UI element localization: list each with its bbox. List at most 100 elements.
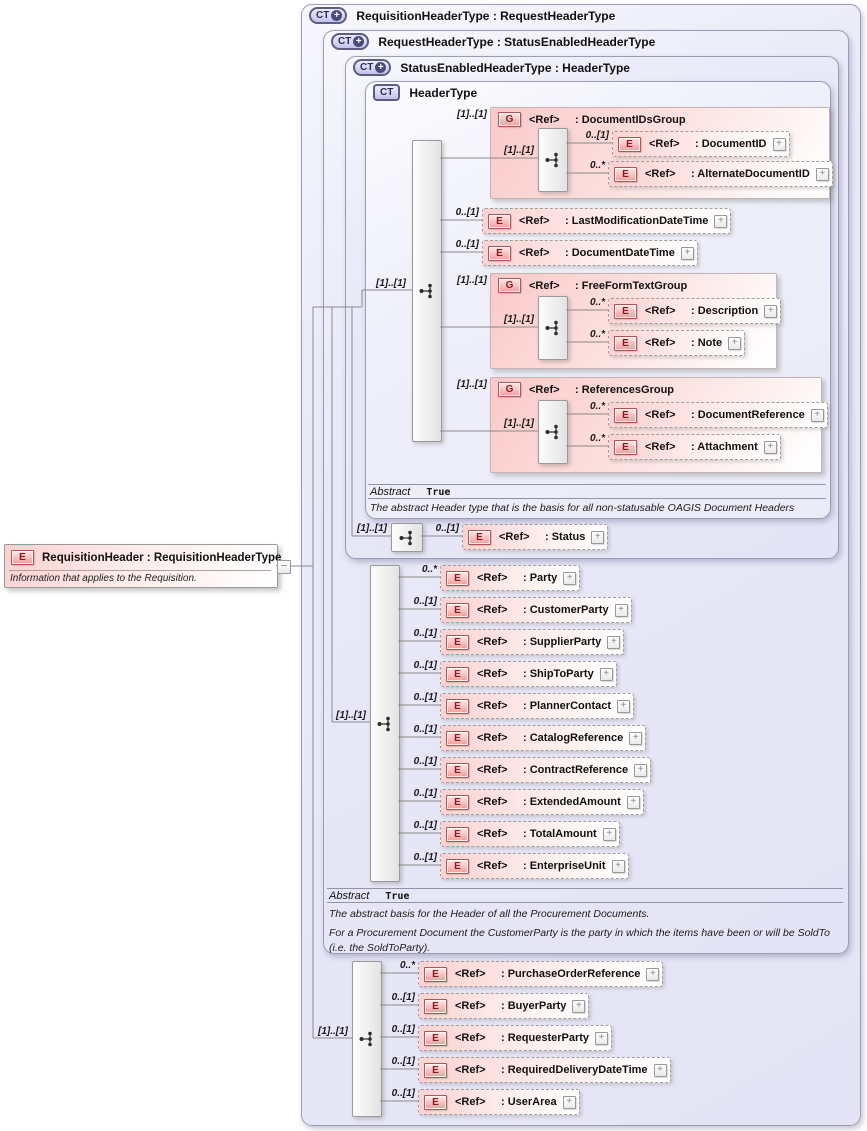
element-name: : BuyerParty (501, 1000, 567, 1012)
element-badge: E (614, 335, 637, 351)
sequence-icon (377, 716, 390, 731)
expand-icon[interactable]: + (599, 667, 613, 681)
expand-icon[interactable]: + (602, 827, 616, 841)
element-name: : RequesterParty (501, 1032, 590, 1044)
element-name: : DocumentID (695, 138, 767, 150)
plus-circle-icon: + (331, 10, 343, 21)
expand-icon[interactable]: + (764, 304, 778, 318)
element-row-plannercontact: 0..[1] E <Ref> : PlannerContact + (414, 692, 635, 719)
ref-label: <Ref> (477, 700, 508, 712)
element-badge: E (618, 136, 641, 152)
expand-icon[interactable]: + (563, 571, 577, 585)
cardinality-label: [1]..[1] (376, 278, 406, 289)
expand-icon[interactable]: + (562, 1095, 576, 1109)
expand-icon[interactable]: + (629, 731, 643, 745)
cardinality-label: 0..[1] (585, 130, 609, 141)
expand-icon[interactable]: + (728, 336, 742, 350)
expand-icon[interactable]: + (572, 999, 586, 1013)
cardinality-label: 0..[1] (391, 1056, 415, 1067)
element-badge: E (446, 826, 469, 842)
divider (9, 570, 271, 571)
cardinality-label: 0..* (421, 564, 437, 575)
cardinality-label: 0..[1] (391, 1024, 415, 1035)
expand-icon[interactable]: + (591, 530, 605, 544)
expand-icon[interactable]: + (634, 763, 648, 777)
expand-icon[interactable]: + (763, 440, 777, 454)
cardinality-label: 0..[1] (455, 239, 479, 250)
ref-label: <Ref> (529, 383, 560, 396)
element-name: : PurchaseOrderReference (501, 968, 641, 980)
ref-label: <Ref> (645, 305, 676, 317)
ref-label: <Ref> (645, 441, 676, 453)
expand-icon[interactable]: + (595, 1031, 609, 1045)
element-name: : AlternateDocumentID (691, 168, 810, 180)
expand-icon[interactable]: + (626, 795, 640, 809)
type-documentation: For a Procurement Document the CustomerP… (329, 927, 830, 954)
expand-icon[interactable]: + (653, 1063, 667, 1077)
ref-label: <Ref> (455, 1064, 486, 1076)
complextype-derived-icon[interactable]: CT+ (309, 7, 348, 24)
cardinality-label: [1]..[1] (336, 710, 366, 721)
element-row-contractreference: 0..[1] E <Ref> : ContractReference + (414, 756, 652, 783)
complextype-derived-icon[interactable]: CT+ (331, 33, 370, 50)
cardinality-label: [1]..[1] (457, 109, 487, 120)
cardinality-label: 0..[1] (391, 992, 415, 1003)
expand-icon[interactable]: + (617, 699, 631, 713)
element-row-purchaseorderreference: 0..* E <Ref> : PurchaseOrderReference + (400, 960, 664, 987)
collapse-icon[interactable]: − (277, 560, 291, 574)
sequence-icon (545, 320, 558, 336)
element-name: : ContractReference (523, 764, 629, 776)
element-name: : ShipToParty (523, 668, 594, 680)
element-badge: E (488, 245, 511, 261)
element-row-documentreference: 0..* E <Ref> : DocumentReference + (590, 401, 828, 428)
abstract-value: True (426, 487, 451, 498)
ref-label: <Ref> (529, 279, 560, 292)
expand-icon[interactable]: + (614, 603, 628, 617)
expand-icon[interactable]: + (815, 167, 829, 181)
ref-label: <Ref> (519, 247, 550, 259)
element-name: : Attachment (691, 441, 758, 453)
element-name: : Note (691, 337, 723, 349)
element-row-catalogreference: 0..[1] E <Ref> : CatalogReference + (414, 724, 647, 751)
plus-circle-icon: + (375, 62, 387, 73)
cardinality-label: 0..* (589, 401, 605, 412)
cardinality-label: 0..[1] (413, 724, 437, 735)
expand-icon[interactable]: + (680, 246, 694, 260)
cardinality-label: [1]..[1] (357, 523, 387, 534)
cardinality-label: [1]..[1] (504, 145, 534, 156)
element-name: : ExtendedAmount (523, 796, 621, 808)
expand-icon[interactable]: + (646, 967, 660, 981)
cardinality-label: 0..* (589, 329, 605, 340)
expand-icon[interactable]: + (810, 408, 824, 422)
ref-label: <Ref> (499, 531, 530, 543)
sequence-icon (419, 283, 432, 299)
ref-label: <Ref> (455, 1096, 486, 1108)
expand-icon[interactable]: + (772, 137, 786, 151)
cardinality-label: 0..[1] (413, 756, 437, 767)
divider (368, 498, 826, 499)
element-row-buyerparty: 0..[1] E <Ref> : BuyerParty + (392, 992, 590, 1019)
expand-icon[interactable]: + (611, 859, 625, 873)
ref-label: <Ref> (477, 572, 508, 584)
abstract-row: Abstract True (370, 486, 450, 498)
element-badge: E (446, 698, 469, 714)
expand-icon[interactable]: + (714, 214, 728, 228)
element-row-supplierparty: 0..[1] E <Ref> : SupplierParty + (414, 628, 625, 655)
element-name: : Status (545, 531, 586, 543)
complextype-derived-icon[interactable]: CT+ (353, 59, 392, 76)
abstract-label: Abstract (370, 486, 411, 498)
cardinality-label: [1]..[1] (457, 275, 487, 286)
cardinality-label: 0..[1] (413, 660, 437, 671)
element-row-requesterparty: 0..[1] E <Ref> : RequesterParty + (392, 1024, 613, 1051)
element-box-requisitionheader: E RequisitionHeader : RequisitionHeaderT… (4, 544, 281, 588)
group-badge: G (498, 278, 521, 293)
cardinality-label: 0..[1] (413, 788, 437, 799)
ref-label: <Ref> (477, 764, 508, 776)
expand-icon[interactable]: + (607, 635, 621, 649)
element-badge: E (446, 730, 469, 746)
element-name: : PlannerContact (523, 700, 612, 712)
complextype-icon[interactable]: CT (373, 84, 401, 101)
ref-label: <Ref> (519, 215, 550, 227)
ref-label: <Ref> (477, 860, 508, 872)
sequence-icon (545, 424, 558, 440)
